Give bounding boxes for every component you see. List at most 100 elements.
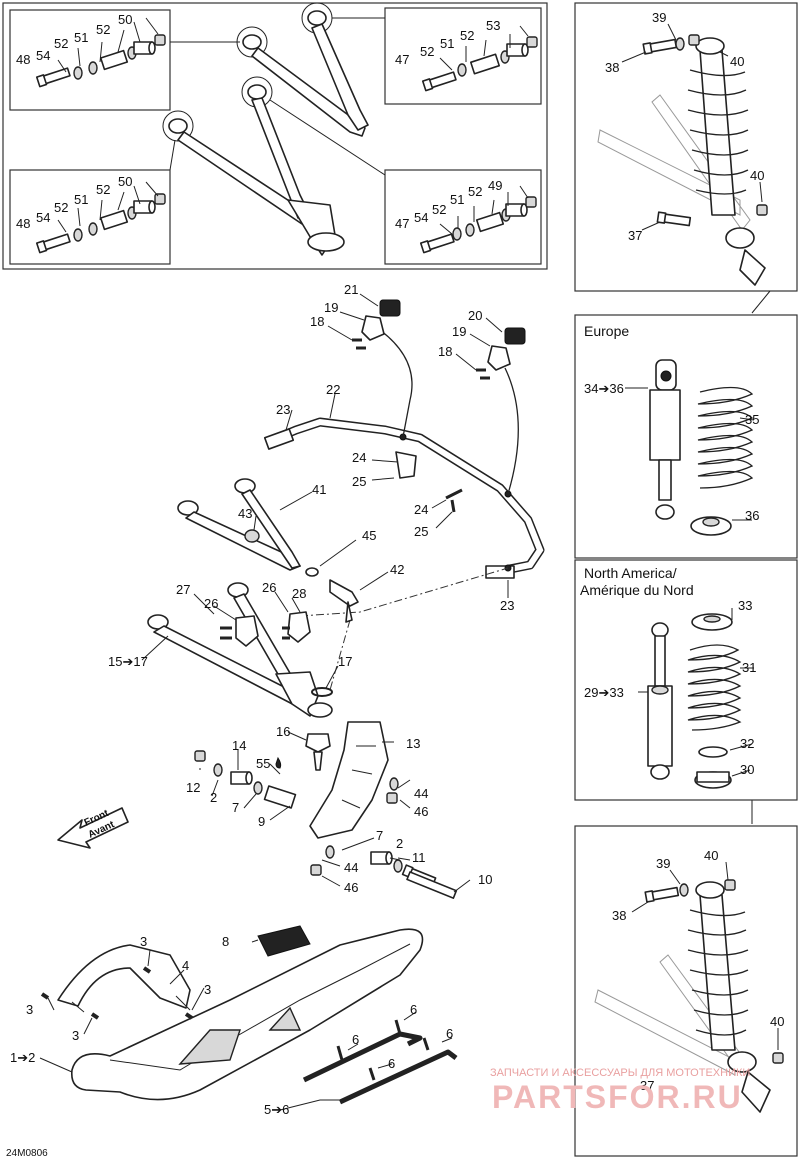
- upper-a-arm: [236, 2, 369, 137]
- callout-52: 52: [54, 200, 68, 215]
- europe-frame: [574, 314, 798, 559]
- callout-8: 8: [222, 934, 229, 949]
- callout-48: 48: [16, 52, 30, 67]
- subbox-bottom-right: [384, 169, 542, 265]
- bracket-26: [235, 615, 259, 647]
- watermark: ЗАПЧАСТИ И АКСЕССУАРЫ ДЛЯ МОТОТЕХНИКИ PA…: [490, 1067, 750, 1115]
- shock-top-frame: [574, 2, 798, 292]
- callout-3: 3: [204, 982, 211, 997]
- callout-51: 51: [440, 36, 454, 51]
- callout-6: 6: [388, 1056, 395, 1071]
- callout-6: 6: [410, 1002, 417, 1017]
- connector-line: [269, 99, 386, 176]
- ball-joint-16: [305, 733, 331, 753]
- sway-bar-outline: [270, 417, 545, 579]
- north-america-header-line1: North America/: [584, 565, 677, 581]
- a-arm-box-frame: [2, 2, 548, 270]
- callout-25: 25: [352, 474, 366, 489]
- callout-52: 52: [54, 36, 68, 51]
- bushing-20: [504, 327, 526, 345]
- callout-50: 50: [118, 12, 132, 27]
- callout-31: 31: [742, 660, 756, 675]
- bracket-19: [487, 345, 511, 371]
- shock-detail-top: 39 38 40 40 37: [574, 2, 798, 292]
- diagram-code: 24M0806: [6, 1148, 48, 1159]
- callout-12: 12: [186, 780, 200, 795]
- subbox-top-right: [384, 7, 542, 105]
- hardware-row-bottom-left: [35, 193, 166, 254]
- lower-a-arm: [162, 76, 345, 256]
- callout-41: 41: [312, 482, 326, 497]
- callout-52: 52: [420, 44, 434, 59]
- callout-47: 47: [395, 216, 409, 231]
- callout-50: 50: [118, 174, 132, 189]
- callout-52: 52: [96, 22, 110, 37]
- callout-35: 35: [745, 412, 759, 427]
- ball-joint-42: [305, 567, 359, 623]
- callout-3: 3: [72, 1028, 79, 1043]
- north-america-shock-box: North America/ Amérique du Nord 33 31 29…: [574, 559, 798, 801]
- callout-34-36: 34➔36: [584, 381, 624, 396]
- watermark-tagline: ЗАПЧАСТИ И АКСЕССУАРЫ ДЛЯ МОТОТЕХНИКИ: [490, 1067, 750, 1079]
- callout-23: 23: [276, 402, 290, 417]
- callout-24: 24: [352, 450, 366, 465]
- callout-51: 51: [450, 192, 464, 207]
- hardware-row-bottom-right: [419, 196, 537, 254]
- connector-line: [751, 290, 771, 314]
- a-arm-detail-box: 48 54 52 51 52 50 47 52 51 52 53 48 54 5…: [2, 2, 548, 270]
- callout-26: 26: [204, 596, 218, 611]
- callout-43: 43: [238, 506, 252, 521]
- upper-a-arm-41: [177, 478, 301, 571]
- north-america-header-line2: Amérique du Nord: [580, 582, 694, 598]
- callout-1-2: 1➔2: [10, 1050, 35, 1065]
- connector-line: [169, 139, 176, 171]
- callout-51: 51: [74, 30, 88, 45]
- callout-18: 18: [310, 314, 324, 329]
- callout-48: 48: [16, 216, 30, 231]
- callout-40: 40: [770, 1014, 784, 1029]
- callout-53: 53: [486, 18, 500, 33]
- bushing-21: [379, 299, 401, 317]
- hardware-row-top-left: [35, 34, 166, 88]
- callout-54: 54: [414, 210, 428, 225]
- europe-header: Europe: [584, 323, 629, 339]
- callout-40: 40: [704, 848, 718, 863]
- callout-6: 6: [446, 1026, 453, 1041]
- callout-52: 52: [468, 184, 482, 199]
- callout-55: 55: [256, 756, 270, 771]
- sway-bar: [270, 418, 544, 577]
- callout-45: 45: [362, 528, 376, 543]
- pivot-hardware: [194, 750, 458, 899]
- callout-17: 17: [338, 654, 352, 669]
- callout-11: 11: [412, 850, 426, 865]
- callout-36: 36: [745, 508, 759, 523]
- callout-54: 54: [36, 210, 50, 225]
- callout-5-6: 5➔6: [264, 1102, 289, 1117]
- callout-7: 7: [376, 828, 383, 843]
- callout-52: 52: [460, 28, 474, 43]
- callout-51: 51: [74, 192, 88, 207]
- front-arrow: Front Avant: [57, 807, 129, 849]
- callout-52: 52: [96, 182, 110, 197]
- callout-52: 52: [432, 202, 446, 217]
- callout-37: 37: [640, 1078, 654, 1093]
- callout-7: 7: [232, 800, 239, 815]
- callout-42: 42: [390, 562, 404, 577]
- callout-44: 44: [414, 786, 428, 801]
- hardware-row-top-right: [421, 36, 538, 92]
- callout-2: 2: [396, 836, 403, 851]
- callout-24: 24: [414, 502, 428, 517]
- callout-38: 38: [605, 60, 619, 75]
- bracket-24: [395, 451, 417, 479]
- callout-29-33: 29➔33: [584, 685, 624, 700]
- callout-20: 20: [468, 308, 482, 323]
- ski-loop-4: [57, 944, 191, 1013]
- callout-46: 46: [344, 880, 358, 895]
- callout-23: 23: [500, 598, 514, 613]
- callout-22: 22: [326, 382, 340, 397]
- callout-44: 44: [344, 860, 358, 875]
- callout-32: 32: [740, 736, 754, 751]
- europe-shock-box: Europe 34➔36 35 36: [574, 314, 798, 559]
- callout-30: 30: [740, 762, 754, 777]
